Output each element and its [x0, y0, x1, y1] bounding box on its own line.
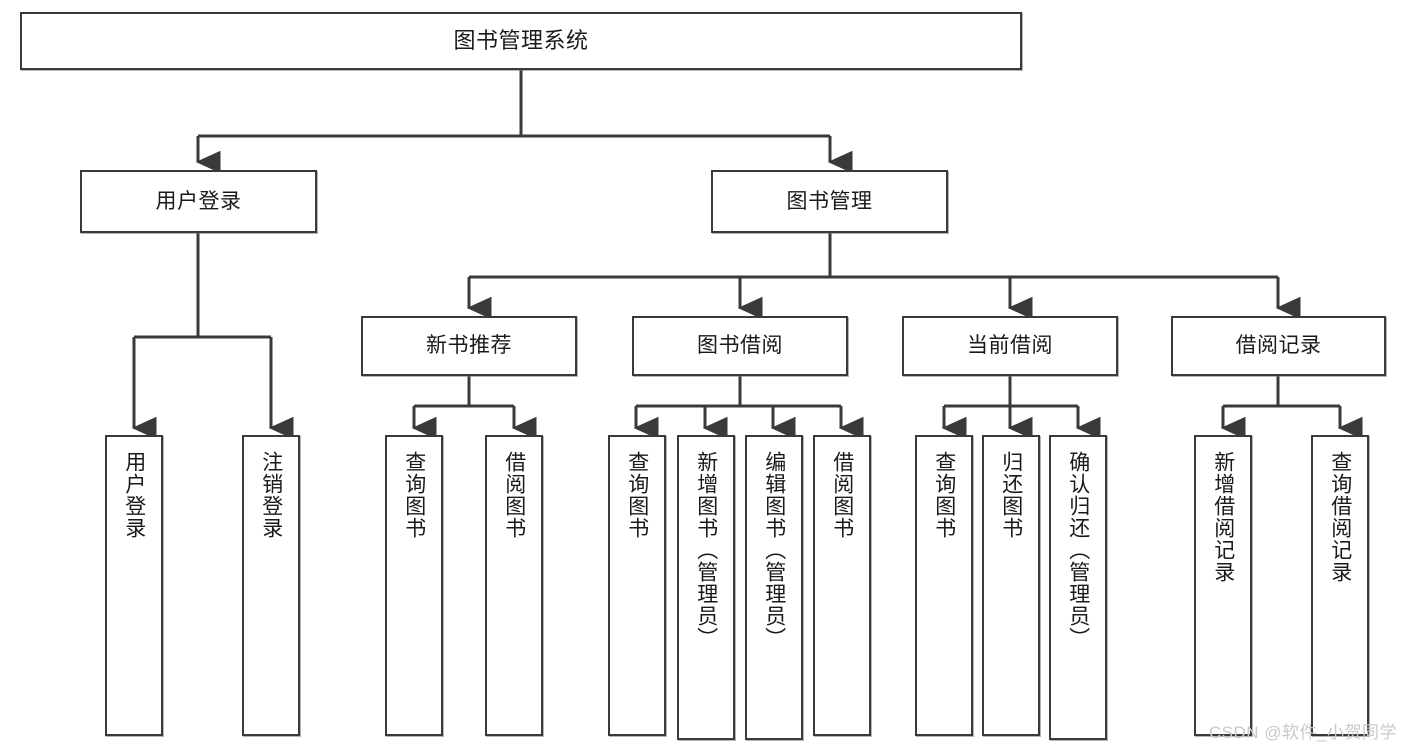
leaf-borrow-book-recommend[interactable]: 借阅图书 [485, 435, 543, 736]
node-book-management[interactable]: 图书管理 [711, 170, 948, 233]
leaf-logout[interactable]: 注销登录 [242, 435, 300, 736]
node-label: 借阅图书 [502, 451, 526, 539]
node-label: 查询借阅记录 [1328, 451, 1352, 583]
node-label: 确认归还（管理员） [1066, 451, 1090, 649]
leaf-confirm-return-admin[interactable]: 确认归还（管理员） [1049, 435, 1107, 740]
node-root-system[interactable]: 图书管理系统 [20, 12, 1022, 70]
node-label: 图书管理系统 [453, 27, 589, 53]
node-new-book-recommend[interactable]: 新书推荐 [361, 316, 577, 376]
leaf-edit-book-admin[interactable]: 编辑图书（管理员） [745, 435, 803, 740]
leaf-add-borrow-record[interactable]: 新增借阅记录 [1194, 435, 1252, 736]
node-label: 用户登录 [155, 189, 242, 213]
leaf-query-book-current[interactable]: 查询图书 [915, 435, 973, 736]
leaf-borrow-book[interactable]: 借阅图书 [813, 435, 871, 736]
leaf-query-book-borrow[interactable]: 查询图书 [608, 435, 666, 736]
node-label: 归还图书 [999, 451, 1023, 539]
node-label: 编辑图书（管理员） [762, 451, 786, 649]
node-label: 图书管理 [786, 189, 873, 213]
node-current-borrow[interactable]: 当前借阅 [902, 316, 1118, 376]
node-label: 用户登录 [122, 451, 146, 539]
leaf-return-book[interactable]: 归还图书 [982, 435, 1040, 736]
node-label: 新书推荐 [426, 334, 512, 358]
node-user-login[interactable]: 用户登录 [80, 170, 317, 233]
node-label: 借阅图书 [830, 451, 854, 539]
leaf-user-login[interactable]: 用户登录 [105, 435, 163, 736]
node-label: 查询图书 [402, 451, 426, 539]
leaf-query-borrow-record[interactable]: 查询借阅记录 [1311, 435, 1369, 736]
node-label: 新增图书（管理员） [694, 451, 718, 649]
node-label: 图书借阅 [697, 334, 783, 358]
leaf-query-book-recommend[interactable]: 查询图书 [385, 435, 443, 736]
node-label: 查询图书 [625, 451, 649, 539]
node-label: 注销登录 [259, 451, 283, 539]
node-label: 新增借阅记录 [1211, 451, 1235, 583]
node-book-borrow[interactable]: 图书借阅 [632, 316, 848, 376]
node-borrow-record[interactable]: 借阅记录 [1171, 316, 1386, 376]
leaf-add-book-admin[interactable]: 新增图书（管理员） [677, 435, 735, 740]
node-label: 查询图书 [932, 451, 956, 539]
node-label: 当前借阅 [967, 334, 1053, 358]
node-label: 借阅记录 [1235, 334, 1322, 358]
